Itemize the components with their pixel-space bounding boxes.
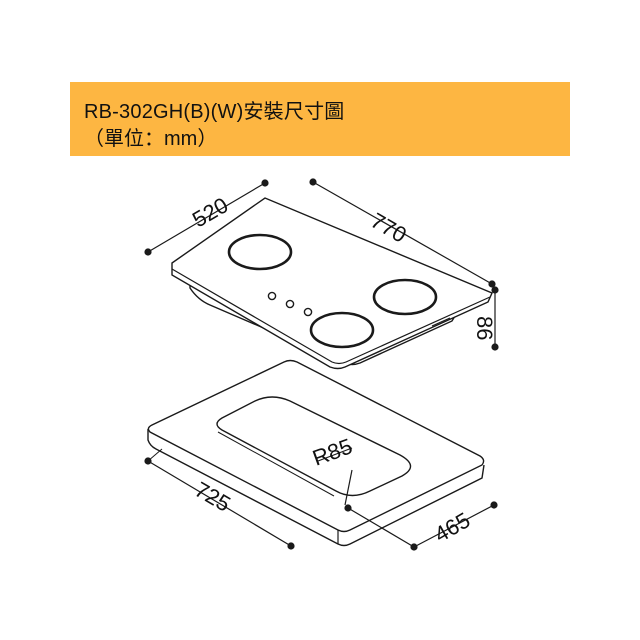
dimension-770-label: 770 <box>367 208 411 248</box>
control-knob-1 <box>267 291 277 301</box>
countertop-drawing <box>147 359 485 547</box>
title-banner: RB-302GH(B)(W)安裝尺寸圖 （單位：mm） <box>70 82 570 156</box>
dimension-86-label: 86 <box>472 316 497 340</box>
burner-left-back <box>227 233 293 271</box>
cooktop-drawing <box>171 197 493 370</box>
cooktop-edge-line <box>171 268 491 365</box>
diagram-title: RB-302GH(B)(W)安裝尺寸圖 <box>84 101 345 123</box>
cooktop-glass-top <box>171 197 493 370</box>
control-knob-3 <box>303 307 313 317</box>
cooktop-vent <box>431 317 451 327</box>
dimension-725-label: 725 <box>191 477 235 517</box>
countertop-cutout-inner <box>217 431 335 497</box>
burner-right <box>372 278 438 316</box>
control-knob-2 <box>285 299 295 309</box>
unit-note: （單位：mm） <box>84 128 218 150</box>
countertop-cutout <box>216 396 412 497</box>
burner-front <box>309 311 375 349</box>
dimension-465-label: 465 <box>430 507 474 547</box>
dimension-86: 86 <box>472 286 499 351</box>
